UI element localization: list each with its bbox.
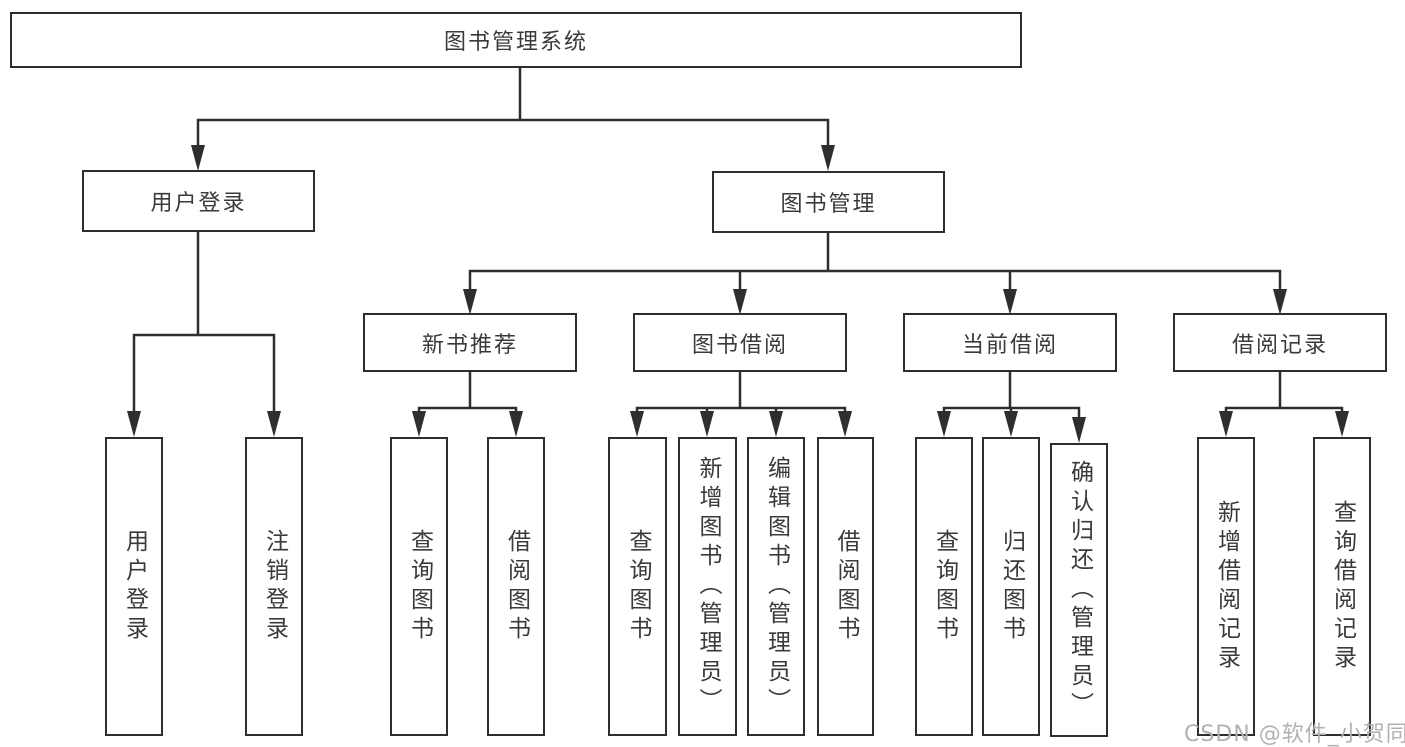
leaf-add-book-admin: 新增图书（管理员） [678, 437, 737, 736]
leaf-borrow-books-borrow: 借阅图书 [817, 437, 874, 736]
node-current-borrow-label: 当前借阅 [961, 332, 1058, 358]
leaf-label: 归还图书 [998, 528, 1025, 645]
arrowhead [821, 145, 835, 171]
arrowhead [733, 289, 747, 315]
node-book-management-label: 图书管理 [780, 192, 877, 217]
connector-user-login-group [132, 231, 276, 417]
leaf-add-borrow-record: 新增借阅记录 [1197, 437, 1255, 736]
arrowhead [1072, 417, 1086, 443]
node-borrow-records-label: 借阅记录 [1231, 332, 1328, 358]
leaf-confirm-return-admin: 确认归还（管理员） [1050, 443, 1108, 737]
leaf-query-books-borrow: 查询图书 [608, 437, 667, 736]
node-current-borrow: 当前借阅 [903, 313, 1117, 372]
node-new-book-recommend: 新书推荐 [363, 313, 577, 372]
arrowhead [769, 411, 783, 437]
leaf-return-book: 归还图书 [982, 437, 1040, 736]
leaf-user-login: 用户登录 [105, 437, 163, 736]
leaf-query-books-recommend: 查询图书 [390, 437, 448, 736]
arrowhead [191, 145, 205, 171]
leaf-label: 编辑图书（管理员） [763, 456, 790, 717]
leaf-label: 查询图书 [931, 528, 958, 645]
leaf-query-books-current: 查询图书 [915, 437, 973, 736]
connector-borrow-records-group [1224, 370, 1344, 416]
node-root: 图书管理系统 [10, 12, 1022, 68]
connector-new-book-group [417, 370, 518, 416]
node-borrow-records: 借阅记录 [1173, 313, 1387, 372]
leaf-label: 借阅图书 [833, 528, 859, 645]
leaf-edit-book-admin: 编辑图书（管理员） [747, 437, 805, 736]
connector-root-to-level2 [196, 66, 830, 152]
leaf-label: 查询借阅记录 [1329, 499, 1356, 674]
arrowhead [1003, 289, 1017, 315]
leaf-label: 新增借阅记录 [1213, 499, 1240, 674]
arrowhead [463, 289, 477, 315]
leaf-label: 用户登录 [121, 528, 148, 645]
node-book-borrow: 图书借阅 [633, 313, 847, 372]
arrowheads [127, 145, 1349, 443]
leaf-label: 查询图书 [625, 528, 651, 645]
arrowhead [1273, 289, 1287, 315]
leaf-label: 新增图书（管理员） [695, 456, 721, 717]
arrowhead [700, 411, 714, 437]
node-new-book-recommend-label: 新书推荐 [421, 332, 518, 358]
arrowhead [412, 411, 426, 437]
arrowhead [1335, 411, 1349, 437]
arrowhead [127, 411, 141, 437]
leaf-label: 查询图书 [406, 528, 433, 645]
leaf-borrow-books-recommend: 借阅图书 [487, 437, 545, 736]
arrowhead [267, 411, 281, 437]
leaf-label: 确认归还（管理员） [1066, 459, 1093, 721]
arrowhead [630, 411, 644, 437]
arrowhead [509, 411, 523, 437]
arrowhead [1219, 411, 1233, 437]
node-book-borrow-label: 图书借阅 [691, 332, 788, 358]
node-user-login: 用户登录 [82, 170, 315, 232]
leaf-label: 注销登录 [261, 528, 288, 645]
arrowhead [937, 411, 951, 437]
watermark: CSDN @软件_小贺同学 [1184, 722, 1405, 747]
arrowhead [1004, 411, 1018, 437]
leaf-logout: 注销登录 [245, 437, 303, 736]
node-user-login-label: 用户登录 [150, 191, 247, 216]
connector-book-management-to-level3 [468, 231, 1282, 295]
connector-book-borrow-group [635, 370, 847, 416]
leaf-query-borrow-record: 查询借阅记录 [1313, 437, 1371, 736]
node-root-label: 图书管理系统 [443, 30, 588, 55]
node-book-management: 图书管理 [712, 171, 945, 233]
arrowhead [838, 411, 852, 437]
leaf-label: 借阅图书 [503, 528, 530, 645]
